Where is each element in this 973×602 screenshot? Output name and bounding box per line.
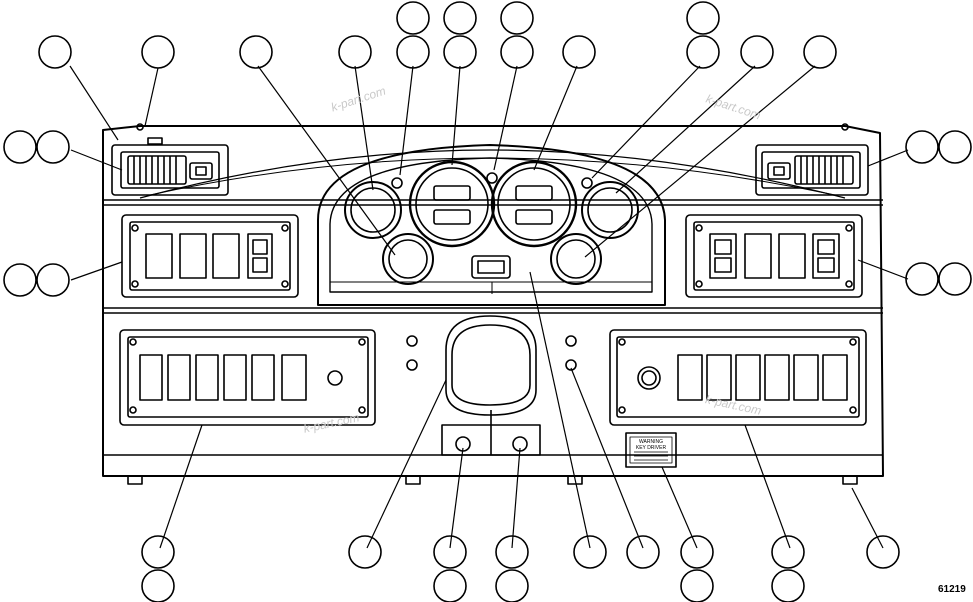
callout-balloon <box>680 535 714 569</box>
instrument-cluster <box>317 144 666 306</box>
callout-balloon <box>562 35 596 69</box>
callout-balloon <box>626 535 660 569</box>
large-gauge-left <box>408 160 496 248</box>
callout-balloon <box>740 35 774 69</box>
callout-balloon <box>36 263 70 297</box>
lower-left-switch-panel <box>119 329 376 426</box>
small-gauge-upper-left <box>344 181 402 239</box>
callout-balloon <box>338 35 372 69</box>
small-gauge-lower-right <box>550 233 602 285</box>
callout-balloon <box>141 535 175 569</box>
callout-balloon <box>500 35 534 69</box>
callout-balloon <box>500 1 534 35</box>
upper-right-switch-panel <box>685 214 863 298</box>
callout-balloon <box>686 35 720 69</box>
callout-balloon <box>771 569 805 602</box>
callout-balloon <box>433 569 467 602</box>
callout-balloon <box>141 569 175 602</box>
center-display <box>471 255 511 279</box>
callout-balloon <box>36 130 70 164</box>
callout-balloon <box>938 130 972 164</box>
leader-lines <box>69 65 909 549</box>
warning-label-plate: WARNING KEY DRIVER <box>625 432 677 468</box>
warning-label-line2: KEY DRIVER <box>636 445 667 451</box>
callout-balloon <box>771 535 805 569</box>
callout-balloon <box>495 535 529 569</box>
callout-balloon <box>239 35 273 69</box>
callout-balloon <box>686 1 720 35</box>
callout-balloon <box>905 130 939 164</box>
callout-balloon <box>803 35 837 69</box>
small-gauge-lower-left <box>382 233 434 285</box>
callout-balloons <box>3 1 972 602</box>
callout-balloon <box>396 1 430 35</box>
small-gauge-upper-right <box>581 181 639 239</box>
indicator-lamp <box>391 177 403 189</box>
indicator-lamp <box>486 172 498 184</box>
large-gauge-right <box>490 160 578 248</box>
callout-balloon <box>141 35 175 69</box>
callout-balloon <box>495 569 529 602</box>
callout-balloon <box>905 262 939 296</box>
steering-column-cutout <box>406 315 577 456</box>
callout-balloon <box>396 35 430 69</box>
callout-balloon <box>938 262 972 296</box>
upper-left-switch-panel <box>121 214 299 298</box>
callout-balloon <box>348 535 382 569</box>
callout-balloon <box>573 535 607 569</box>
callout-balloon <box>680 569 714 602</box>
callout-balloon <box>3 263 37 297</box>
right-air-vent <box>755 144 869 196</box>
callout-balloon <box>38 35 72 69</box>
indicator-lamp <box>581 177 593 189</box>
callout-balloon <box>443 1 477 35</box>
warning-label-line1: WARNING <box>639 439 663 445</box>
left-air-vent <box>111 137 229 196</box>
figure-id: 61219 <box>938 584 966 595</box>
callout-balloon <box>866 535 900 569</box>
callout-balloon <box>443 35 477 69</box>
callout-balloon <box>3 130 37 164</box>
lower-right-switch-panel <box>609 329 867 426</box>
callout-balloon <box>433 535 467 569</box>
